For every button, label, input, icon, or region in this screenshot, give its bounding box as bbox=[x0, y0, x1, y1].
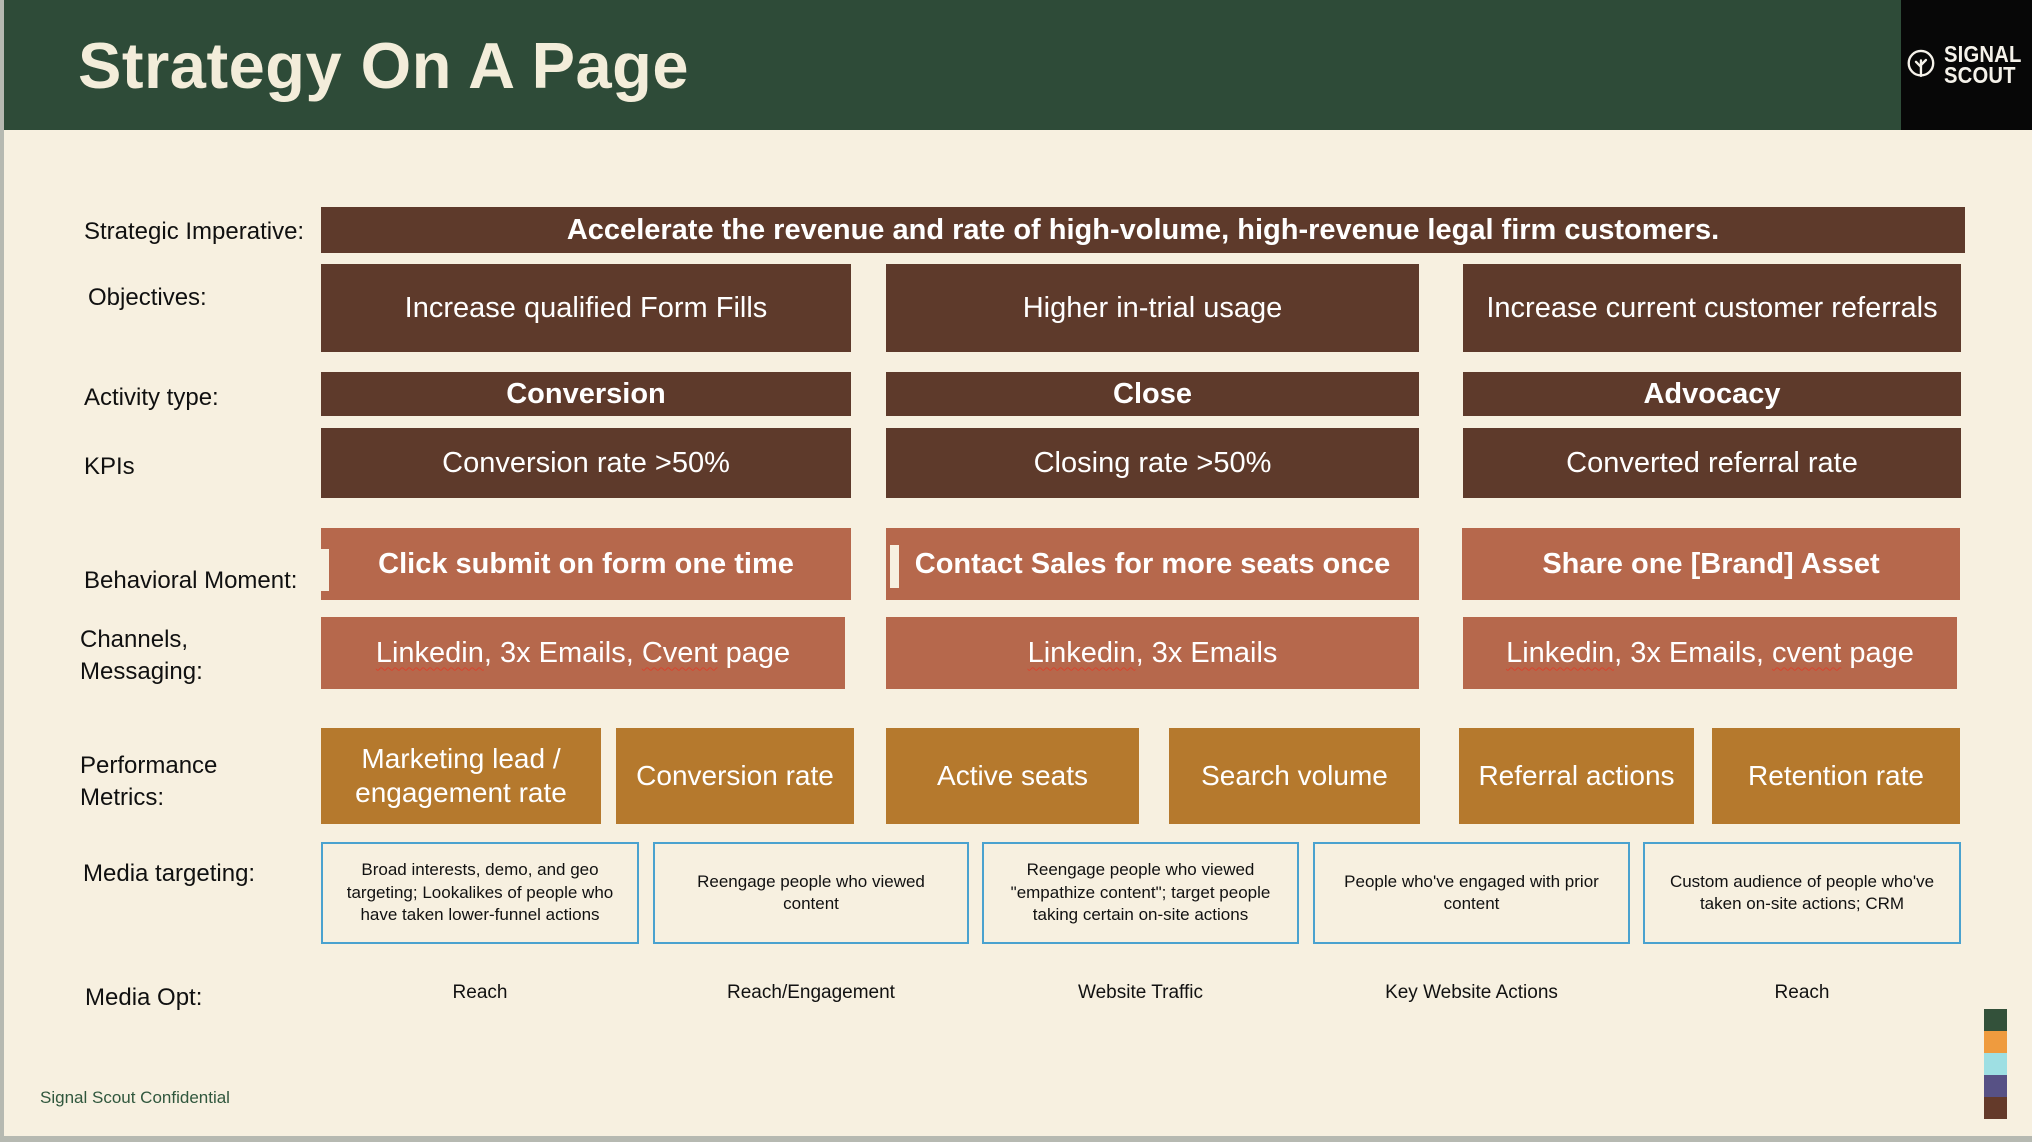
activity-type-box: Close bbox=[886, 372, 1419, 416]
tree-in-circle-icon bbox=[1907, 49, 1935, 78]
palette-swatch bbox=[1984, 1053, 2007, 1075]
media-opt-value: Reach bbox=[1774, 982, 1830, 1003]
label-strategic-imperative: Strategic Imperative: bbox=[84, 218, 305, 245]
media-opt-value: Website Traffic bbox=[1078, 982, 1203, 1003]
performance-metric-box: Active seats bbox=[886, 728, 1139, 824]
media-opt-value: Key Website Actions bbox=[1385, 982, 1558, 1003]
performance-metric-box: Retention rate bbox=[1712, 728, 1960, 824]
channels-box: Linkedin, 3x Emails bbox=[886, 617, 1419, 689]
channels-text: Linkedin, 3x Emails bbox=[1027, 636, 1278, 669]
media-targeting-box: Reengage people who viewed content bbox=[653, 842, 969, 944]
behavioral-moment-box: Share one [Brand] Asset bbox=[1462, 528, 1960, 600]
canvas-edge-left bbox=[0, 0, 4, 1142]
objective-box: Increase qualified Form Fills bbox=[321, 264, 851, 352]
kpi-box: Conversion rate >50% bbox=[321, 428, 851, 498]
palette-swatch bbox=[1984, 1031, 2007, 1053]
channels-box: Linkedin, 3x Emails, cvent page bbox=[1463, 617, 1957, 689]
media-targeting-box: Reengage people who viewed "empathize co… bbox=[982, 842, 1299, 944]
label-performance-metrics: Performance Metrics: bbox=[80, 752, 218, 812]
media-opt-value: Reach bbox=[452, 982, 508, 1003]
media-targeting-box: Custom audience of people who've taken o… bbox=[1643, 842, 1961, 944]
label-media-targeting: Media targeting: bbox=[83, 860, 256, 887]
header-bar: Strategy On A Page bbox=[4, 0, 2032, 130]
strategic-imperative-bar: Accelerate the revenue and rate of high-… bbox=[321, 207, 1965, 253]
label-behavioral-moment: Behavioral Moment: bbox=[84, 567, 298, 594]
palette-swatch bbox=[1984, 1009, 2007, 1031]
channels-text: Linkedin, 3x Emails, cvent page bbox=[1506, 636, 1914, 669]
palette-swatches bbox=[1984, 1009, 2007, 1119]
logo-line2: SCOUT bbox=[1943, 62, 2016, 88]
box-notch bbox=[890, 545, 899, 588]
label-kpis: KPIs bbox=[84, 453, 135, 480]
activity-type-box: Conversion bbox=[321, 372, 851, 416]
behavioral-moment-box: Click submit on form one time bbox=[321, 528, 851, 600]
box-notch bbox=[321, 549, 329, 591]
signal-scout-logo: SIGNAL SCOUT bbox=[1901, 0, 2032, 130]
palette-swatch bbox=[1984, 1097, 2007, 1119]
label-media-opt: Media Opt: bbox=[85, 984, 203, 1011]
page-title: Strategy On A Page bbox=[78, 28, 690, 102]
media-opt-value: Reach/Engagement bbox=[727, 982, 895, 1003]
confidential-note: Signal Scout Confidential bbox=[40, 1088, 230, 1107]
performance-metric-box: Referral actions bbox=[1459, 728, 1694, 824]
objective-box: Higher in-trial usage bbox=[886, 264, 1419, 352]
behavioral-moment-box: Contact Sales for more seats once bbox=[886, 528, 1419, 600]
activity-type-box: Advocacy bbox=[1463, 372, 1961, 416]
media-targeting-box: Broad interests, demo, and geo targeting… bbox=[321, 842, 639, 944]
performance-metric-box: Conversion rate bbox=[616, 728, 854, 824]
label-activity-type: Activity type: bbox=[84, 384, 219, 411]
channels-box: Linkedin, 3x Emails, Cvent page bbox=[321, 617, 845, 689]
performance-metric-box: Marketing lead / engagement rate bbox=[321, 728, 601, 824]
logo-wordmark: SIGNAL SCOUT bbox=[1943, 40, 2022, 88]
palette-swatch bbox=[1984, 1075, 2007, 1097]
canvas-edge-bottom bbox=[0, 1136, 2032, 1142]
logo-line1: SIGNAL bbox=[1943, 40, 2022, 67]
label-channels-messaging: Channels, Messaging: bbox=[80, 626, 203, 686]
media-targeting-box: People who've engaged with prior content bbox=[1313, 842, 1630, 944]
channels-text: Linkedin, 3x Emails, Cvent page bbox=[375, 636, 791, 669]
kpi-box: Closing rate >50% bbox=[886, 428, 1419, 498]
label-objectives: Objectives: bbox=[88, 284, 207, 311]
objective-box: Increase current customer referrals bbox=[1463, 264, 1961, 352]
performance-metric-box: Search volume bbox=[1169, 728, 1420, 824]
kpi-box: Converted referral rate bbox=[1463, 428, 1961, 498]
